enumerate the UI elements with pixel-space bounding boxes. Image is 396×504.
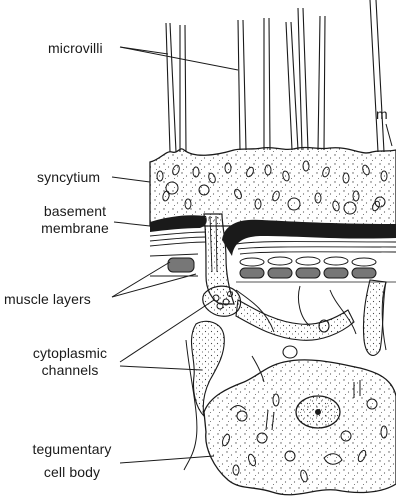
- muscle-layers-left: [150, 254, 198, 276]
- label-basement-membrane: basement membrane: [40, 203, 110, 237]
- label-microvilli: microvilli: [48, 40, 103, 57]
- label-cytoplasmic-channels: cytoplasmic channels: [20, 345, 120, 379]
- leader-cut: [386, 124, 392, 146]
- channel-bulb: [203, 286, 241, 316]
- leader-microvilli-2: [120, 47, 238, 70]
- basement-membrane-right: [222, 220, 396, 256]
- label-teg-line2: cell body: [24, 464, 120, 481]
- leader-muscle-1: [112, 262, 170, 297]
- microvillus: [238, 20, 246, 150]
- syncytium-layer: [150, 147, 396, 226]
- microvillus: [286, 22, 298, 150]
- leader-syncytium: [112, 177, 150, 182]
- leader-muscle-2: [112, 274, 196, 297]
- tegumentary-cell-body: [204, 360, 396, 495]
- leader-teg: [120, 456, 214, 463]
- label-muscle-layers: muscle layers: [4, 291, 91, 308]
- microvillus: [298, 8, 308, 150]
- cell-nucleus: [296, 396, 340, 428]
- microvillus: [318, 16, 325, 150]
- label-basement-line1: basement: [40, 203, 110, 220]
- microvillus: [180, 25, 186, 152]
- microvilli-group: [166, 0, 384, 152]
- right-channel: [363, 280, 386, 355]
- label-teg-line1: tegumentary: [24, 441, 120, 458]
- leader-basement: [114, 222, 150, 226]
- label-cyto-line2: channels: [20, 362, 120, 379]
- muscle-layers-right: [236, 257, 396, 282]
- microvillus: [264, 18, 270, 150]
- label-syncytium: syncytium: [37, 169, 100, 186]
- label-basement-line2: membrane: [40, 220, 110, 237]
- microvillus: [370, 0, 384, 152]
- label-cyto-line1: cytoplasmic: [20, 345, 120, 362]
- microvillus: [166, 23, 176, 152]
- horizontal-channel: [236, 300, 354, 340]
- label-cut-off: m: [376, 106, 388, 123]
- label-tegumentary-cell-body: tegumentary cell body: [24, 441, 120, 481]
